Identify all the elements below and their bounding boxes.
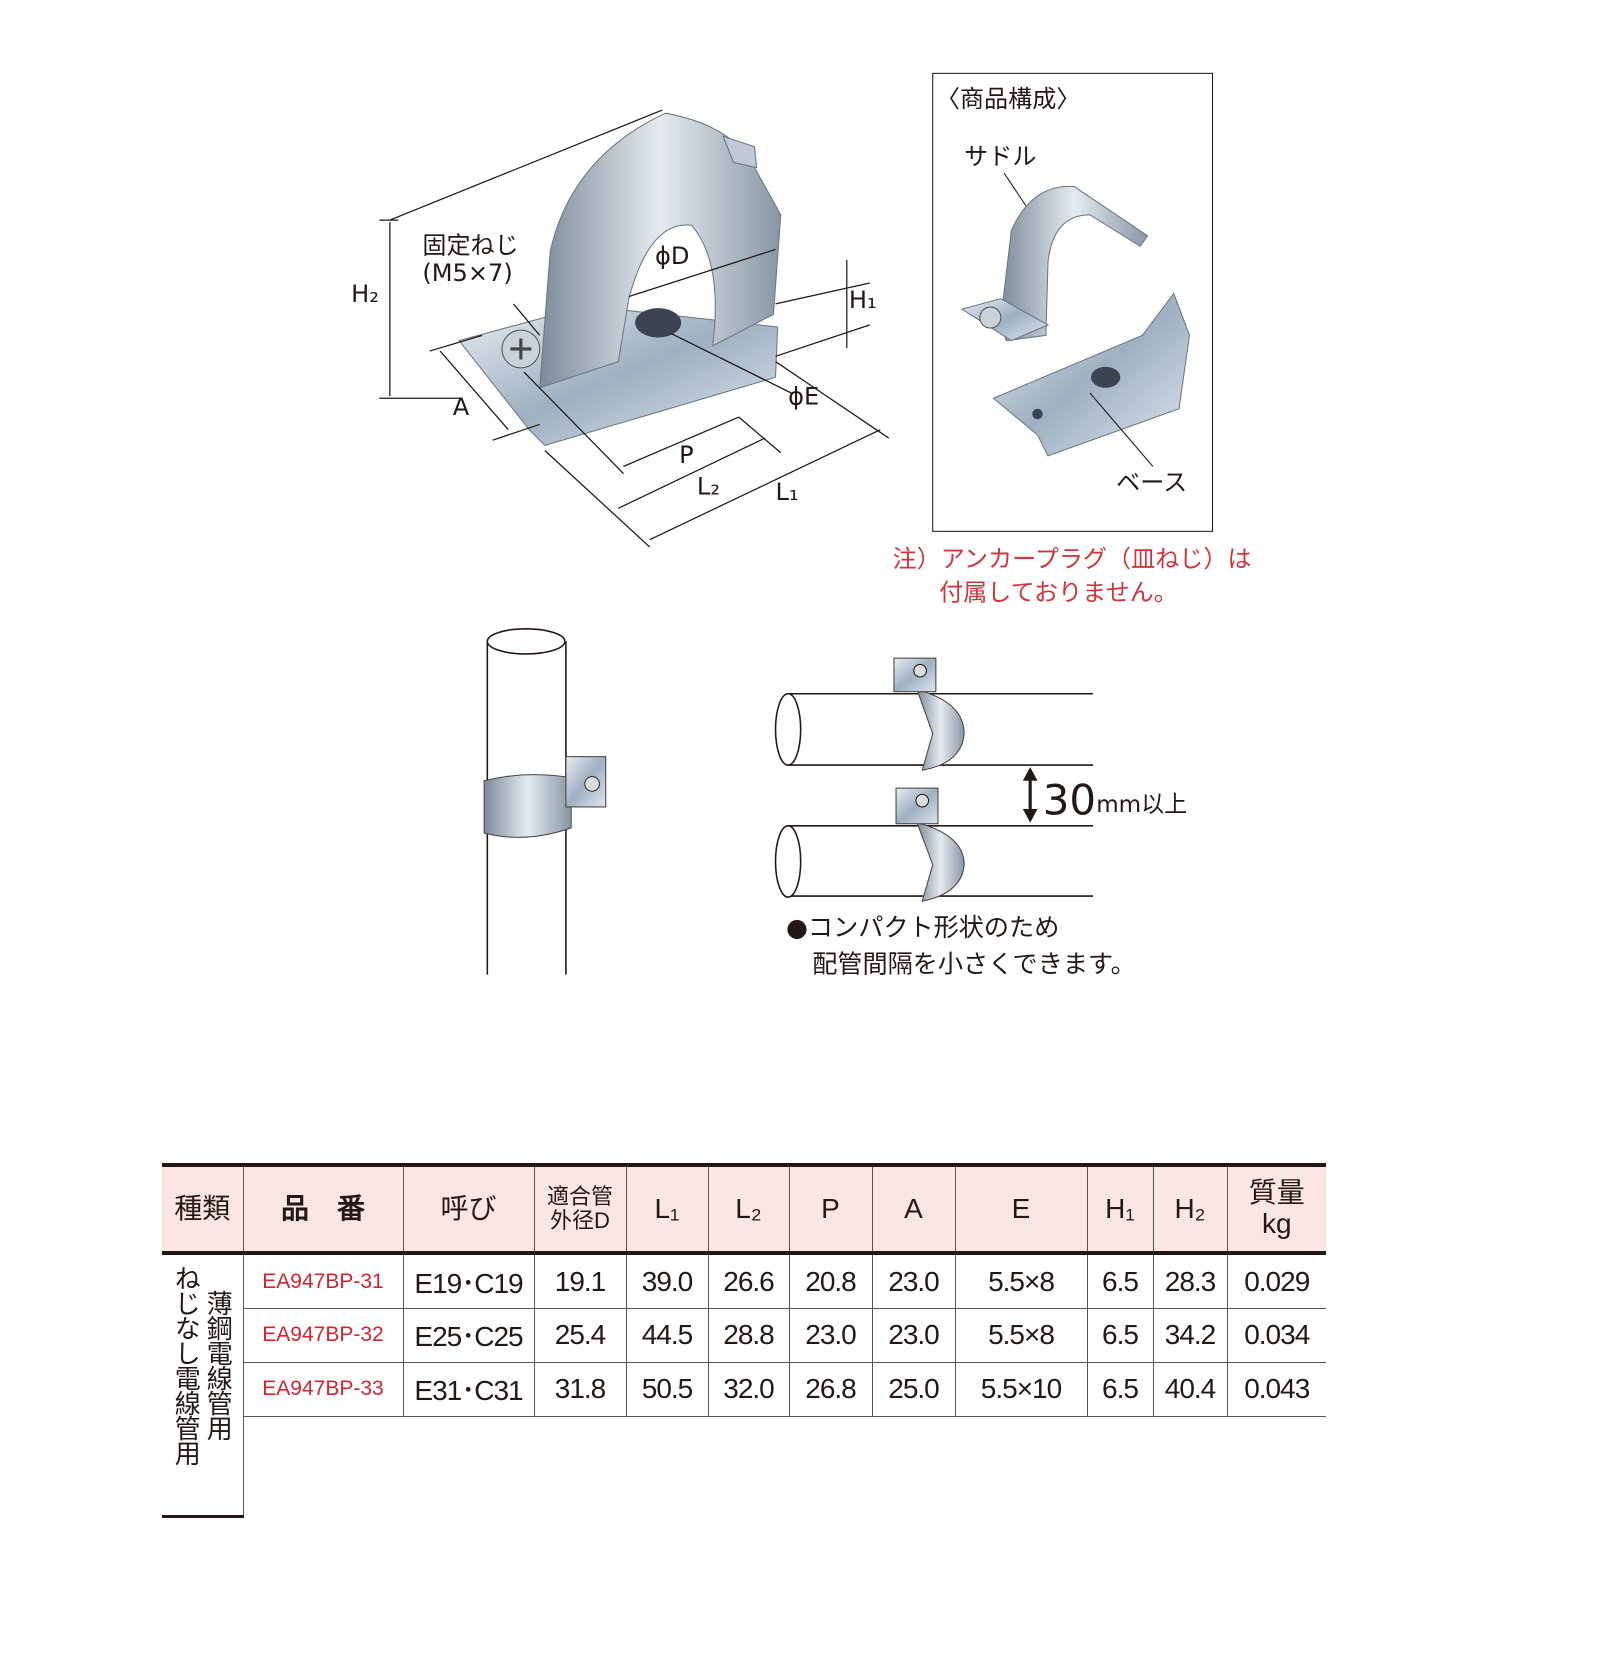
dim-L1: L₁ <box>776 478 799 506</box>
header-kind: 種類 <box>162 1164 244 1254</box>
components-box <box>932 72 1214 532</box>
dim-A: A <box>453 393 470 421</box>
dim-D: ϕD <box>655 242 689 270</box>
feature-line1: ●コンパクト形状のため <box>786 913 1059 942</box>
cell-H2: 28.3 <box>1152 1252 1228 1309</box>
spacing-arrow-icon <box>1022 767 1038 823</box>
header-E: E <box>954 1164 1088 1254</box>
cell-E: 5.5×8 <box>954 1252 1088 1309</box>
cell-od: 25.4 <box>533 1308 627 1363</box>
cell-L2: 32.0 <box>707 1361 790 1417</box>
cell-od: 19.1 <box>533 1252 627 1309</box>
cell-H1: 6.5 <box>1086 1252 1154 1309</box>
cell-mass: 0.043 <box>1226 1361 1326 1417</box>
dim-L2: L₂ <box>697 473 720 501</box>
note-line2: 付属しておりません。 <box>939 579 1178 607</box>
cell-code: EA947BP-32 <box>243 1308 404 1363</box>
cell-L1: 50.5 <box>625 1361 709 1417</box>
cell-od: 31.8 <box>533 1361 627 1417</box>
cell-size: E19･C19 <box>402 1252 535 1309</box>
cell-size: E25･C25 <box>402 1308 535 1363</box>
cell-mass: 0.034 <box>1226 1308 1326 1363</box>
header-A: A <box>871 1164 956 1254</box>
header-H1: H₁ <box>1086 1164 1154 1254</box>
cell-P: 23.0 <box>788 1308 873 1363</box>
saddle-label: サドル <box>964 143 1036 171</box>
dim-E: ϕE <box>788 383 819 411</box>
cell-H2: 34.2 <box>1152 1308 1228 1363</box>
table-empty-row <box>162 1416 1326 1517</box>
header-L2: L₂ <box>707 1164 790 1254</box>
dim-P: P <box>679 441 694 469</box>
screw-spec: (M5×7) <box>422 259 512 287</box>
screw-label: 固定ねじ <box>422 232 518 260</box>
cell-A: 23.0 <box>871 1308 956 1363</box>
cell-code: EA947BP-33 <box>243 1361 404 1417</box>
cell-H2: 40.4 <box>1152 1361 1228 1417</box>
spacing-value: 30 <box>1043 775 1096 824</box>
table-row: EA947BP-32 E25･C25 25.4 44.5 28.8 23.0 2… <box>162 1308 1326 1363</box>
components-title: 〈商品構成〉 <box>936 85 1081 113</box>
cell-H1: 6.5 <box>1086 1361 1154 1417</box>
feature-line2: 配管間隔を小さくできます。 <box>812 950 1136 979</box>
kind-threadless: ねじなし電線管用 <box>171 1265 202 1465</box>
cell-L1: 39.0 <box>625 1252 709 1309</box>
cell-H1: 6.5 <box>1086 1308 1154 1363</box>
cell-P: 26.8 <box>788 1361 873 1417</box>
cell-code: EA947BP-31 <box>242 1252 404 1309</box>
horizontal-pipes-image <box>774 657 1094 902</box>
header-P: P <box>788 1164 873 1254</box>
dimension-lines <box>379 109 890 548</box>
header-size: 呼び <box>402 1164 535 1254</box>
table-row: EA947BP-33 E31･C31 31.8 50.5 32.0 26.8 2… <box>162 1361 1326 1417</box>
note-line1: 注）アンカープラグ（皿ねじ）は <box>893 545 1252 573</box>
saddle-clamp-image <box>458 112 782 446</box>
cell-L1: 44.5 <box>625 1308 709 1363</box>
saddle-part-image <box>960 185 1149 342</box>
cell-L2: 28.8 <box>707 1308 790 1363</box>
spacing-unit: mm以上 <box>1096 792 1187 818</box>
cell-size: E31･C31 <box>402 1361 535 1417</box>
table-row: 薄鋼電線管用 ねじなし電線管用 EA947BP-31 E19･C19 19.1 … <box>162 1252 1326 1518</box>
base-part-image <box>992 292 1191 457</box>
cell-E: 5.5×8 <box>954 1308 1088 1363</box>
cell-A: 23.0 <box>871 1252 956 1309</box>
cell-mass: 0.029 <box>1226 1252 1326 1309</box>
cell-E: 5.5×10 <box>954 1361 1088 1417</box>
vertical-pipe-image <box>483 628 607 975</box>
base-label: ベース <box>1116 468 1187 496</box>
cell-L2: 26.6 <box>707 1252 790 1309</box>
kind-thin-steel: 薄鋼電線管用 <box>203 1290 234 1440</box>
header-code: 品 番 <box>242 1164 404 1254</box>
kind-cell: 薄鋼電線管用 ねじなし電線管用 <box>162 1252 244 1518</box>
dim-H2: H₂ <box>351 280 379 308</box>
cell-A: 25.0 <box>871 1361 956 1417</box>
cell-P: 20.8 <box>788 1252 873 1309</box>
header-od: 適合管外径D <box>533 1164 627 1254</box>
header-H2: H₂ <box>1152 1164 1228 1254</box>
dim-H1: H₁ <box>849 286 877 314</box>
header-L1: L₁ <box>625 1164 709 1254</box>
empty-area <box>242 1416 1326 1517</box>
